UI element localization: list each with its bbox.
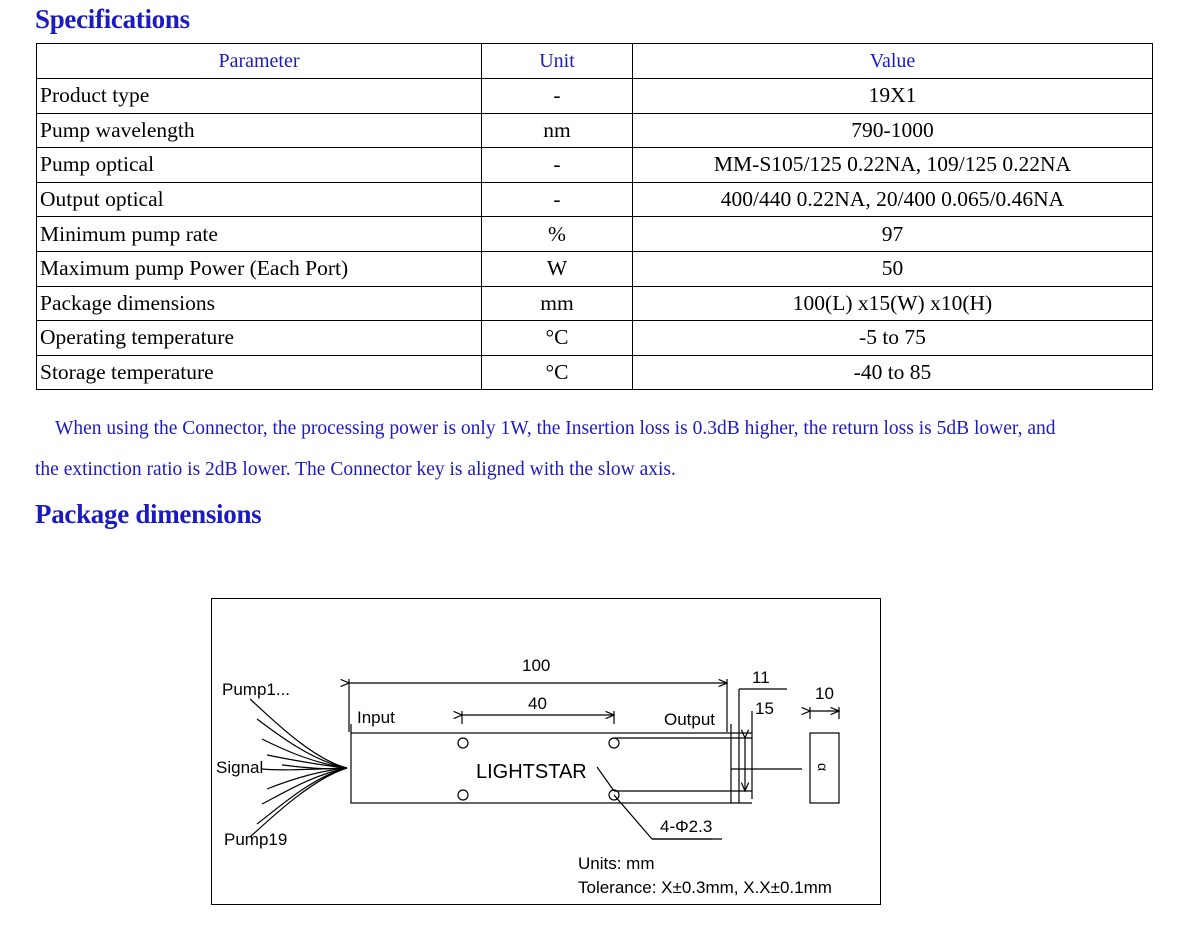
package-body [350, 732, 732, 804]
dim-10: 10 [815, 684, 834, 703]
value-cell: 19X1 [632, 78, 1153, 114]
unit-cell: % [481, 216, 633, 252]
parameter-cell: Package dimensions [36, 285, 482, 322]
package-dimensions-drawing: Pump1... Signal Pump19 Input Output LIGH… [211, 598, 881, 905]
label-brand: LIGHTSTAR [476, 761, 587, 783]
table-row: Pump optical - MM-S105/125 0.22NA, 109/1… [36, 147, 1153, 183]
table-row: Operating temperature °C -5 to 75 [36, 320, 1153, 356]
mounting-hole [457, 737, 469, 749]
fiber-line [266, 754, 348, 769]
table-row: Minimum pump rate % 97 [36, 216, 1153, 252]
specifications-heading: Specifications [35, 4, 190, 34]
unit-cell: - [481, 147, 633, 183]
mounting-hole [608, 737, 620, 749]
unit-cell: W [481, 250, 633, 287]
unit-cell: - [481, 181, 633, 218]
label-pump1: Pump1... [222, 680, 290, 699]
unit-cell: - [481, 78, 633, 114]
parameter-cell: Maximum pump Power (Each Port) [36, 250, 482, 287]
package-dimensions-heading: Package dimensions [35, 499, 262, 529]
label-pump19: Pump19 [224, 830, 287, 849]
unit-cell: °C [481, 354, 633, 391]
table-row: Maximum pump Power (Each Port) W 50 [36, 250, 1153, 287]
label-input: Input [357, 708, 395, 727]
fiber-line [266, 767, 348, 790]
value-cell: 400/440 0.22NA, 20/400 0.065/0.46NA [632, 181, 1153, 218]
dim-15: 15 [755, 699, 774, 718]
value-cell: -40 to 85 [632, 354, 1153, 391]
column-header-parameter: Parameter [36, 43, 482, 79]
side-mark: α [815, 763, 831, 771]
specifications-table: Parameter Unit Value Product type - 19X1… [36, 43, 1153, 391]
table-row: Package dimensions mm 100(L) x15(W) x10(… [36, 285, 1153, 322]
table-row: Storage temperature °C -40 to 85 [36, 354, 1153, 391]
table-row: Pump wavelength nm 790-1000 [36, 112, 1153, 149]
parameter-cell: Product type [36, 78, 482, 114]
drawing-canvas: Pump1... Signal Pump19 Input Output LIGH… [216, 656, 882, 897]
label-signal: Signal [216, 758, 263, 777]
label-units: Units: mm [578, 854, 655, 873]
value-cell: 97 [632, 216, 1153, 252]
value-cell: MM-S105/125 0.22NA, 109/125 0.22NA [632, 147, 1153, 183]
connector-note-line-1: When using the Connector, the processing… [55, 418, 1056, 439]
parameter-cell: Operating temperature [36, 320, 482, 356]
value-cell: 790-1000 [632, 112, 1153, 149]
parameter-cell: Pump wavelength [36, 112, 482, 149]
parameter-cell: Output optical [36, 181, 482, 218]
unit-cell: nm [481, 112, 633, 149]
parameter-cell: Minimum pump rate [36, 216, 482, 252]
connector-note-line-2: the extinction ratio is 2dB lower. The C… [35, 459, 676, 480]
fiber-line [249, 767, 348, 838]
value-cell: 50 [632, 250, 1153, 287]
dim-hole-spacing: 40 [528, 694, 547, 713]
parameter-cell: Pump optical [36, 147, 482, 183]
value-cell: -5 to 75 [632, 320, 1153, 356]
table-row: Product type - 19X1 [36, 78, 1153, 114]
label-tolerance: Tolerance: X±0.3mm, X.X±0.1mm [578, 878, 832, 897]
side-view [809, 732, 840, 804]
fiber-line [281, 764, 348, 770]
table-header-row: Parameter Unit Value [36, 43, 1153, 79]
table-row: Output optical - 400/440 0.22NA, 20/400 … [36, 181, 1153, 218]
column-header-value: Value [632, 43, 1153, 79]
parameter-cell: Storage temperature [36, 354, 482, 391]
column-header-unit: Unit [481, 43, 633, 79]
unit-cell: °C [481, 320, 633, 356]
fiber-line [261, 767, 348, 805]
label-output: Output [664, 710, 715, 729]
fiber-line [249, 698, 348, 769]
value-cell: 100(L) x15(W) x10(H) [632, 285, 1153, 322]
dim-11: 11 [752, 668, 770, 687]
label-holes: 4-Φ2.3 [660, 817, 712, 836]
fiber-line [256, 718, 348, 769]
unit-cell: mm [481, 285, 633, 322]
dim-length: 100 [522, 656, 550, 675]
mounting-hole [457, 789, 469, 801]
